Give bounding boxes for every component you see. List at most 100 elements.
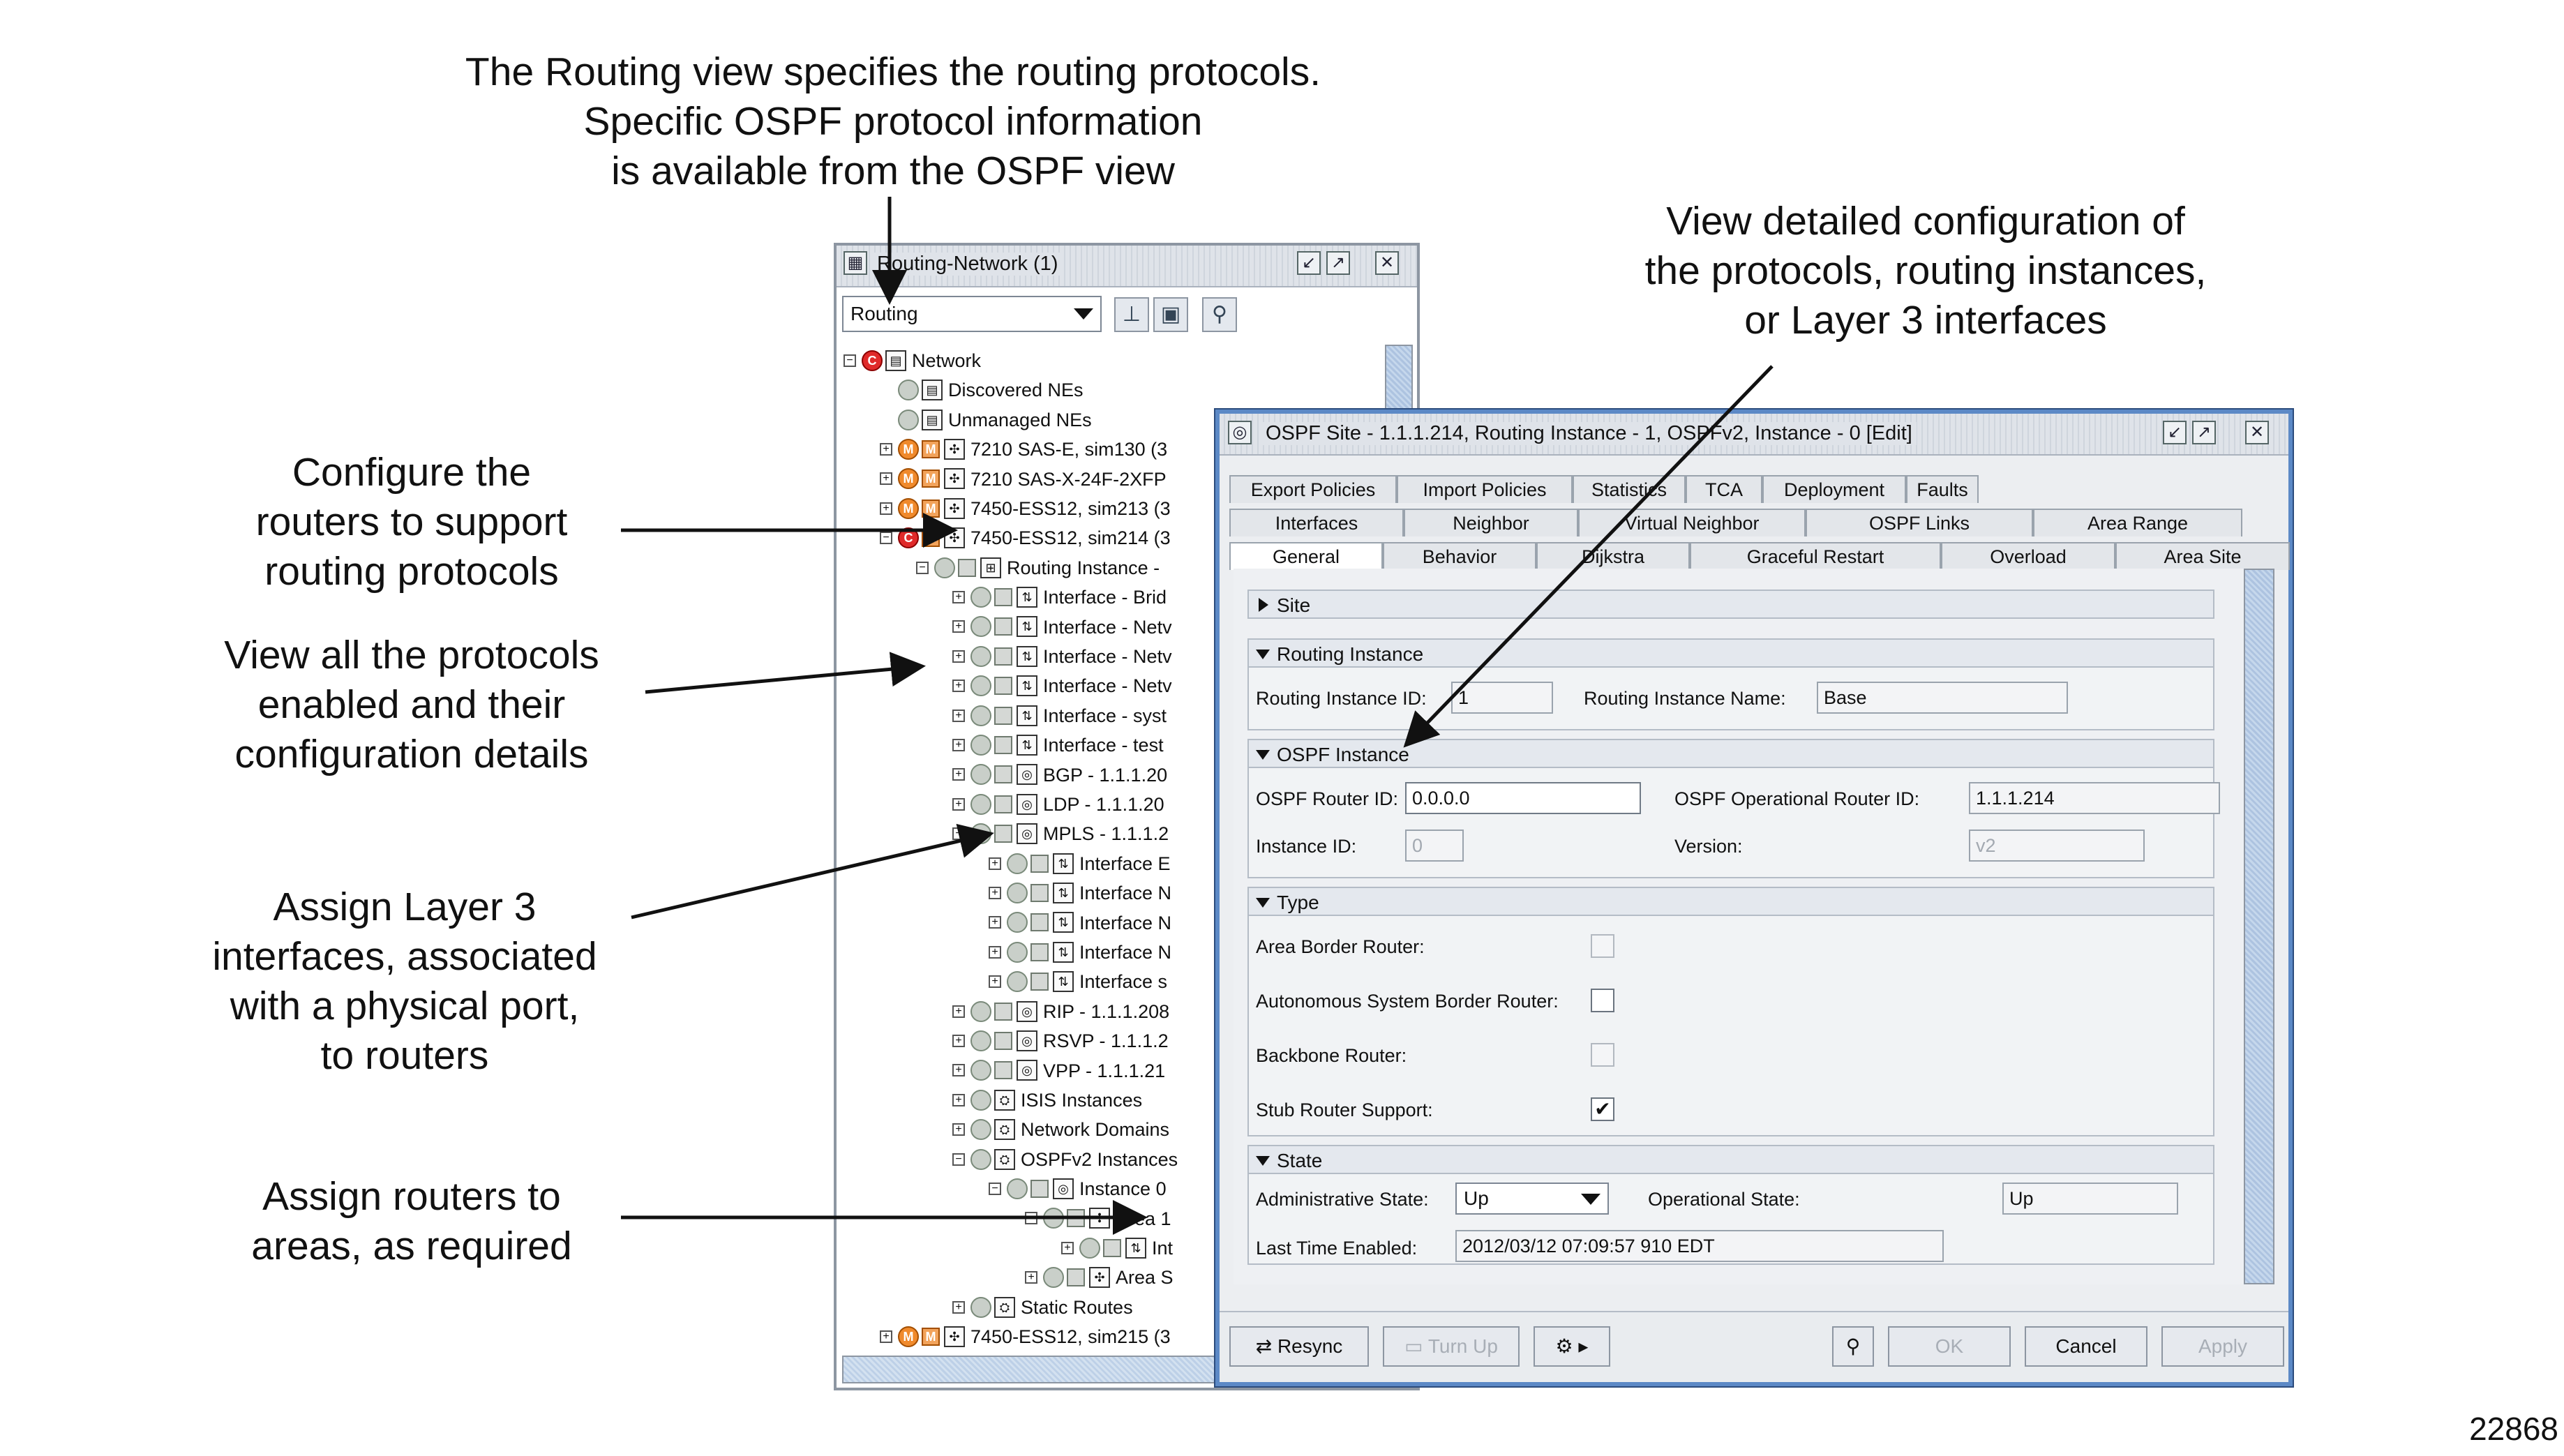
- tab-virtual-neighbor[interactable]: Virtual Neighbor: [1578, 509, 1806, 536]
- expand-toggle-icon[interactable]: +: [952, 1123, 965, 1136]
- tree-node[interactable]: +⇅Interface N: [989, 907, 1171, 936]
- expand-toggle-icon[interactable]: +: [952, 739, 965, 752]
- apply-button[interactable]: Apply: [2161, 1326, 2284, 1367]
- expand-toggle-icon[interactable]: +: [880, 472, 892, 486]
- expand-toggle-icon[interactable]: +: [952, 650, 965, 663]
- expand-toggle-icon[interactable]: −: [880, 532, 892, 545]
- area-border-router-checkbox[interactable]: [1591, 934, 1614, 958]
- expand-toggle-icon[interactable]: +: [952, 620, 965, 633]
- tree-node[interactable]: +✣Area S: [1025, 1261, 1174, 1291]
- maximize-icon[interactable]: ↗: [2192, 421, 2216, 444]
- site-section-header[interactable]: Site: [1247, 590, 2214, 619]
- tab-faults[interactable]: Faults: [1906, 475, 1979, 503]
- routing-instance-section-header[interactable]: Routing Instance: [1247, 638, 2214, 668]
- tab-export-policies[interactable]: Export Policies: [1229, 475, 1397, 503]
- resync-button[interactable]: ⇄ Resync: [1229, 1326, 1369, 1367]
- tab-statistics[interactable]: Statistics: [1573, 475, 1686, 503]
- tree-node[interactable]: +⇅Interface - Netv: [952, 670, 1172, 699]
- tree-node[interactable]: −⛭OSPFv2 Instances: [952, 1143, 1178, 1173]
- tree-node[interactable]: +⇅Interface E: [989, 848, 1171, 877]
- state-section-header[interactable]: State: [1247, 1145, 2214, 1174]
- binoculars-button[interactable]: ⚲: [1832, 1326, 1874, 1367]
- tree-node[interactable]: +◎VPP - 1.1.1.21: [952, 1055, 1165, 1084]
- tree-node[interactable]: +◎RSVP - 1.1.1.2: [952, 1025, 1169, 1054]
- clipboard-icon[interactable]: ▣: [1153, 297, 1188, 332]
- expand-toggle-icon[interactable]: −: [916, 561, 929, 574]
- tab-behavior[interactable]: Behavior: [1383, 542, 1536, 570]
- tab-neighbor[interactable]: Neighbor: [1404, 509, 1578, 536]
- administrative-state-select[interactable]: Up: [1455, 1183, 1609, 1215]
- turn-up-button[interactable]: ▭ Turn Up: [1383, 1326, 1520, 1367]
- tree-node[interactable]: −◎Instance 0: [989, 1173, 1167, 1202]
- tab-deployment[interactable]: Deployment: [1762, 475, 1906, 503]
- tree-node[interactable]: −◎MPLS - 1.1.1.2: [952, 818, 1169, 847]
- backbone-router-checkbox[interactable]: [1591, 1043, 1614, 1067]
- tree-node[interactable]: +⛭Static Routes: [952, 1291, 1133, 1321]
- tab-graceful-restart[interactable]: Graceful Restart: [1690, 542, 1941, 570]
- tab-general[interactable]: General: [1229, 542, 1383, 570]
- expand-toggle-icon[interactable]: +: [952, 1005, 965, 1018]
- tree-node[interactable]: +⇅Interface - syst: [952, 700, 1167, 729]
- tab-dijkstra[interactable]: Dijkstra: [1536, 542, 1690, 570]
- expand-toggle-icon[interactable]: +: [952, 797, 965, 811]
- tab-tca[interactable]: TCA: [1686, 475, 1762, 503]
- content-vertical-scrollbar[interactable]: [2244, 569, 2274, 1284]
- stub-router-support-checkbox[interactable]: ✔: [1591, 1097, 1614, 1121]
- tree-node[interactable]: +⛭Network Domains: [952, 1113, 1169, 1143]
- tree-node[interactable]: +⇅Interface N: [989, 936, 1171, 966]
- tree-node[interactable]: ▤Discovered NEs: [880, 374, 1084, 403]
- close-icon[interactable]: ✕: [2245, 421, 2269, 444]
- tree-node[interactable]: +⇅Interface - test: [952, 729, 1164, 758]
- tree-node[interactable]: −⊞Routing Instance -: [916, 552, 1160, 581]
- minimize-icon[interactable]: ↙: [1297, 251, 1321, 275]
- expand-toggle-icon[interactable]: +: [989, 857, 1001, 870]
- tree-node[interactable]: +◎LDP - 1.1.1.20: [952, 788, 1164, 818]
- expand-toggle-icon[interactable]: +: [1061, 1241, 1074, 1254]
- expand-toggle-icon[interactable]: +: [952, 1064, 965, 1077]
- tree-node[interactable]: −C▤Network: [844, 345, 981, 374]
- close-icon[interactable]: ✕: [1375, 251, 1399, 275]
- expand-toggle-icon[interactable]: +: [880, 502, 892, 515]
- expand-toggle-icon[interactable]: +: [989, 945, 1001, 959]
- cancel-button[interactable]: Cancel: [2025, 1326, 2147, 1367]
- tree-node[interactable]: +⇅Interface - Netv: [952, 640, 1172, 670]
- ok-button[interactable]: OK: [1888, 1326, 2011, 1367]
- minimize-icon[interactable]: ↙: [2163, 421, 2187, 444]
- expand-toggle-icon[interactable]: +: [952, 680, 965, 693]
- tree-node[interactable]: ▤Unmanaged NEs: [880, 404, 1092, 433]
- tree-node[interactable]: +⛭ISIS Instances: [952, 1084, 1142, 1113]
- tab-area-site[interactable]: Area Site: [2115, 542, 2290, 570]
- expand-toggle-icon[interactable]: +: [952, 768, 965, 781]
- tab-interfaces[interactable]: Interfaces: [1229, 509, 1404, 536]
- tab-import-policies[interactable]: Import Policies: [1397, 475, 1573, 503]
- type-section-header[interactable]: Type: [1247, 887, 2214, 916]
- tab-area-range[interactable]: Area Range: [2033, 509, 2242, 536]
- expand-toggle-icon[interactable]: +: [952, 1300, 965, 1314]
- expand-toggle-icon[interactable]: −: [952, 1153, 965, 1166]
- tree-node[interactable]: +⇅Interface - Brid: [952, 581, 1167, 610]
- expand-toggle-icon[interactable]: +: [952, 591, 965, 604]
- as-border-router-checkbox[interactable]: [1591, 989, 1614, 1012]
- tree-node[interactable]: +◎BGP - 1.1.1.20: [952, 759, 1167, 788]
- tree-node[interactable]: +⇅Interface N: [989, 877, 1171, 906]
- hierarchy-icon[interactable]: ⊥: [1114, 297, 1149, 332]
- actions-menu-button[interactable]: ⚙ ▸: [1534, 1326, 1610, 1367]
- tree-node[interactable]: +⇅Int: [1061, 1232, 1173, 1261]
- expand-toggle-icon[interactable]: +: [880, 1330, 892, 1344]
- tab-ospf-links[interactable]: OSPF Links: [1806, 509, 2033, 536]
- expand-toggle-icon[interactable]: +: [952, 1093, 965, 1106]
- expand-toggle-icon[interactable]: −: [989, 1183, 1001, 1196]
- tree-node[interactable]: +⇅Interface s: [989, 966, 1167, 995]
- binoculars-icon[interactable]: ⚲: [1202, 297, 1237, 332]
- expand-toggle-icon[interactable]: +: [989, 916, 1001, 929]
- expand-toggle-icon[interactable]: +: [952, 1035, 965, 1048]
- ospf-router-id-input[interactable]: 0.0.0.0: [1405, 782, 1641, 814]
- tree-node[interactable]: +◎RIP - 1.1.1.208: [952, 996, 1169, 1025]
- expand-toggle-icon[interactable]: +: [989, 887, 1001, 900]
- tree-node[interactable]: +⇅Interface - Netv: [952, 611, 1172, 640]
- expand-toggle-icon[interactable]: +: [1025, 1271, 1037, 1284]
